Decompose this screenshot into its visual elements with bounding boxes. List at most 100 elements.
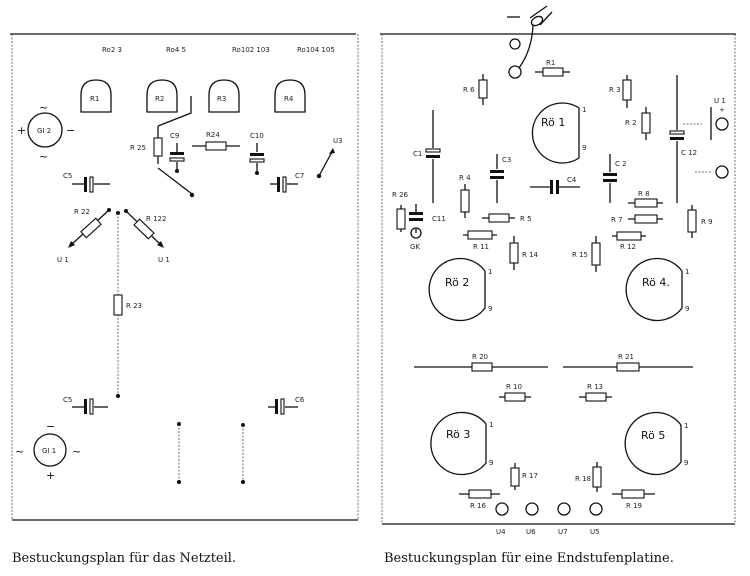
svg-text:U3: U3 [333, 137, 343, 145]
resistor-r3: R 3 [609, 75, 632, 108]
svg-text:R 9: R 9 [701, 218, 713, 226]
svg-text:GK: GK [410, 243, 420, 251]
svg-text:GI 2: GI 2 [37, 127, 51, 135]
svg-text:−: − [66, 124, 75, 137]
svg-text:R 14: R 14 [522, 251, 539, 259]
svg-text:R 23: R 23 [126, 302, 142, 310]
svg-text:U 1: U 1 [714, 97, 726, 105]
svg-text:Rö 1: Rö 1 [541, 116, 565, 129]
resistor-r4: R 4 [459, 174, 471, 218]
capacitor-c10: C10 [249, 132, 265, 175]
resistor-r17: R 17 [510, 463, 538, 490]
svg-text:R 20: R 20 [472, 353, 488, 361]
svg-text:C 12: C 12 [681, 149, 697, 157]
terminal-u4: U4 [495, 502, 509, 536]
svg-text:R 8: R 8 [638, 190, 650, 198]
tube-ro2: Rö 2 1 9 [428, 257, 492, 322]
input-connector [507, 5, 553, 79]
capacitor-c3: C3 [490, 154, 511, 203]
resistor-r16: R 16 [459, 489, 500, 510]
resistor-r14: R 14 [509, 236, 539, 270]
svg-text:C6: C6 [295, 396, 305, 404]
resistor-r23: R 23 [113, 213, 142, 398]
svg-text:R24: R24 [206, 131, 220, 139]
svg-text:1: 1 [489, 421, 493, 429]
svg-text:C3: C3 [502, 156, 511, 164]
resistor-r12: R 12 [612, 231, 646, 251]
left-board: Ro2 3 Ro4 5 Ro102 103 Ro104 105 R1 R2 R3… [10, 33, 359, 521]
svg-text:R2: R2 [155, 95, 164, 103]
resistor-r8: R 8 [628, 190, 663, 208]
svg-text:R 11: R 11 [473, 243, 489, 251]
tube-socket: R4 [274, 79, 306, 113]
svg-text:R 2: R 2 [625, 119, 637, 127]
tube-ro3: Rö 3 1 9 [430, 411, 493, 476]
tube-socket: R1 [80, 79, 112, 113]
svg-text:Rö 3: Rö 3 [446, 428, 470, 441]
wire [157, 96, 192, 127]
capacitor-c11: C11 [409, 204, 446, 223]
capacitor-c7: C7 [270, 172, 304, 193]
svg-text:1: 1 [685, 268, 689, 276]
svg-text:U7: U7 [558, 528, 568, 536]
resistor-r9: R 9 [687, 205, 713, 238]
svg-text:+: + [46, 469, 55, 482]
svg-text:R 26: R 26 [392, 191, 409, 199]
resistor-r24: R24 [192, 131, 240, 151]
svg-text:~: ~ [39, 101, 48, 114]
svg-text:C1: C1 [413, 150, 422, 158]
svg-text:U 1: U 1 [57, 256, 69, 264]
svg-text:R 4: R 4 [459, 174, 471, 182]
terminal-u1: U 1 + [683, 97, 729, 179]
svg-text:R 16: R 16 [470, 502, 487, 510]
capacitor-c9: C9 [169, 132, 185, 173]
terminal-u6: U6 [525, 502, 539, 536]
header-label: Ro104 105 [297, 46, 335, 54]
svg-text:R 21: R 21 [618, 353, 634, 361]
svg-text:R 3: R 3 [609, 86, 621, 94]
svg-text:Rö 2: Rö 2 [445, 276, 469, 289]
svg-text:GI 1: GI 1 [42, 447, 56, 455]
svg-text:R 12: R 12 [620, 243, 636, 251]
tube-ro4: Rö 4. 1 9 [625, 257, 689, 322]
svg-text:R 19: R 19 [626, 502, 642, 510]
svg-text:C5: C5 [63, 396, 72, 404]
svg-text:U 1: U 1 [158, 256, 170, 264]
resistor-r15: R 15 [572, 236, 601, 272]
header-label: Ro102 103 [232, 46, 270, 54]
svg-text:R1: R1 [546, 59, 555, 67]
tube-socket: R3 [208, 79, 240, 113]
resistor-r10: R 10 [499, 383, 531, 402]
svg-text:9: 9 [684, 459, 688, 467]
svg-text:9: 9 [685, 305, 689, 313]
resistor-r122: R 122 U 1 [125, 210, 170, 264]
header-label: Ro4 5 [166, 46, 186, 54]
svg-text:C5: C5 [63, 172, 72, 180]
ground-terminal-gk: GK [410, 227, 422, 251]
svg-text:+: + [719, 106, 725, 114]
svg-text:U6: U6 [526, 528, 536, 536]
jumper-wire [241, 423, 245, 484]
resistor-r2: R 2 [625, 107, 651, 140]
svg-text:C10: C10 [250, 132, 264, 140]
svg-text:9: 9 [489, 459, 493, 467]
resistor-r5: R 5 [482, 213, 532, 223]
tube-ro1: Rö 1 1 9 [531, 102, 586, 164]
svg-text:R 13: R 13 [587, 383, 603, 391]
svg-text:1: 1 [684, 422, 688, 430]
svg-text:R 5: R 5 [520, 215, 532, 223]
svg-text:R 10: R 10 [506, 383, 522, 391]
right-board: R1 R 6 R 3 R 2 U 1 + [380, 5, 736, 536]
terminal [715, 165, 729, 179]
resistor-r22: R 22 U 1 [57, 208, 110, 264]
caption-right: Bestuckungsplan für eine Endstufenplatin… [384, 551, 674, 566]
svg-text:9: 9 [582, 144, 586, 152]
svg-text:U5: U5 [590, 528, 600, 536]
svg-text:~: ~ [72, 445, 81, 458]
tube-socket: R2 [146, 79, 178, 113]
svg-text:R3: R3 [217, 95, 226, 103]
resistor-r11: R 11 [463, 230, 497, 251]
rectifier-gi1: GI 1 ~ ~ − + [15, 420, 81, 482]
svg-text:R 7: R 7 [611, 216, 623, 224]
resistor-r21: R 21 [563, 353, 693, 372]
